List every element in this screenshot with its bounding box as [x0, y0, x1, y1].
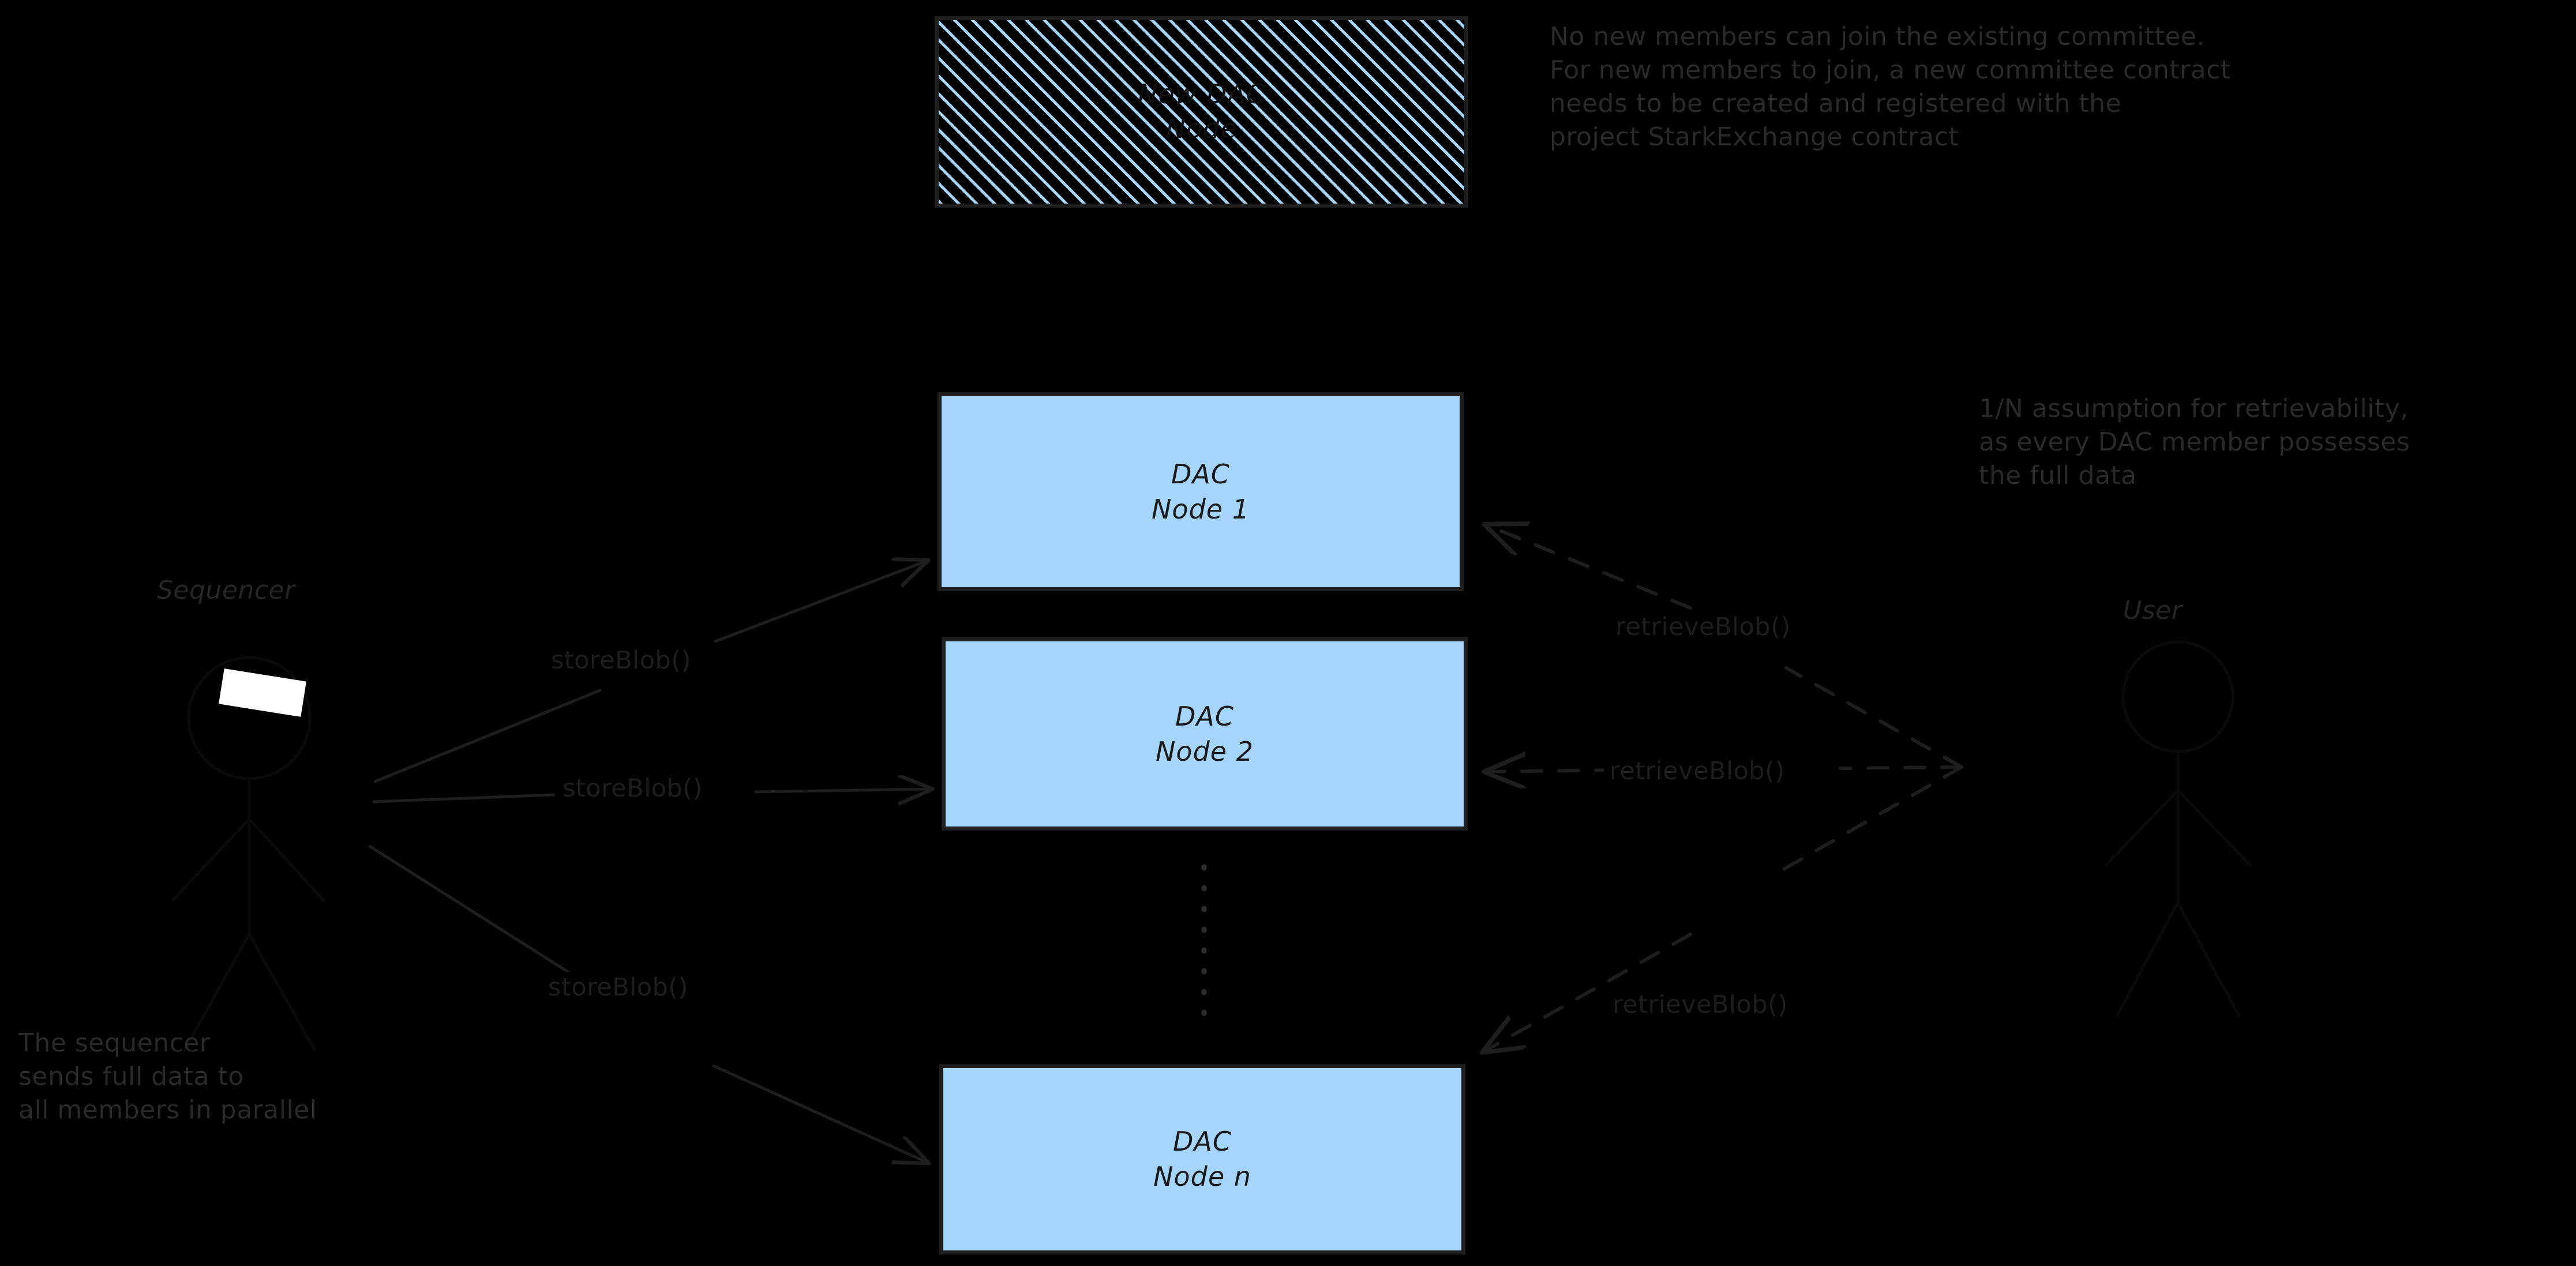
edge-label-retrieve-noden: retrieveBlob() [1607, 989, 1794, 1020]
edge-retrieve-noden [1485, 765, 1963, 1051]
edge-retrieve-node2 [1487, 767, 1963, 772]
dac-node-1-box[interactable]: DAC Node 1 [938, 392, 1464, 591]
new-dac-node-label: New DAC Node [1138, 78, 1265, 144]
sequencer-note: The sequencer sends full data to all mem… [18, 1028, 317, 1125]
edge-label-store-node2: storeBlob() [557, 773, 708, 804]
dac-node-1-label: DAC Node 1 [1152, 458, 1250, 525]
edge-label-retrieve-node2: retrieveBlob() [1604, 756, 1791, 787]
dac-node-n-label: DAC Node n [1153, 1126, 1251, 1192]
committee-note: No new members can join the existing com… [1550, 22, 2231, 152]
sequencer-label: Sequencer [157, 576, 295, 605]
dac-node-2-box[interactable]: DAC Node 2 [942, 637, 1468, 831]
edge-store-node2 [372, 789, 930, 802]
edge-label-retrieve-node1: retrieveBlob() [1610, 611, 1797, 643]
dac-node-2-label: DAC Node 2 [1156, 700, 1254, 767]
edge-store-node1 [373, 561, 926, 783]
sequencer-figure-icon [171, 656, 325, 1051]
edge-label-store-noden: storeBlob() [542, 972, 694, 1003]
new-dac-node-box[interactable]: New DAC Node [935, 16, 1468, 208]
user-label: User [2123, 596, 2183, 625]
edge-store-noden [369, 845, 927, 1162]
edge-retrieve-node1 [1487, 525, 1963, 769]
retrievability-note: 1/N assumption for retrievability, as ev… [1979, 394, 2410, 491]
dac-node-n-box[interactable]: DAC Node n [939, 1064, 1465, 1254]
user-figure-icon [2104, 640, 2252, 1017]
edge-label-store-node1: storeBlob() [545, 645, 697, 676]
